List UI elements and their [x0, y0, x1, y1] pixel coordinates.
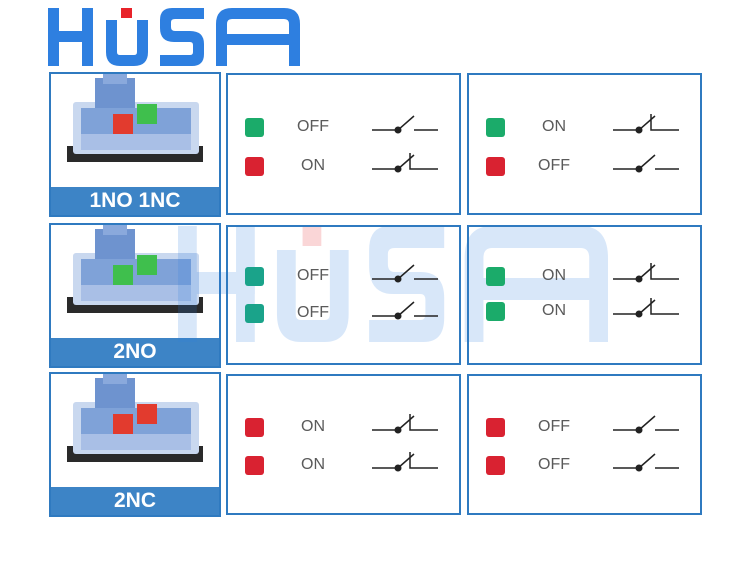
- state-row: ON: [228, 452, 459, 478]
- state-panel-1-right: ON OFF: [467, 73, 702, 215]
- husa-logo: [48, 8, 300, 66]
- switch-state-label: ON: [301, 418, 325, 435]
- state-panel-1-left: OFF ON: [226, 73, 461, 215]
- switch-state-label: ON: [301, 157, 325, 174]
- contact-type-label: 2NO: [51, 338, 219, 366]
- button-color-indicator: [486, 267, 505, 286]
- normally-closed-contact-icon: [613, 298, 679, 318]
- normally-open-contact-icon: [372, 264, 438, 283]
- state-panel-2-right: ON ON: [467, 225, 702, 365]
- state-row: OFF: [228, 264, 459, 289]
- normally-open-contact-icon: [372, 301, 438, 320]
- normally-open-contact-icon: [613, 453, 679, 472]
- button-color-indicator: [486, 118, 505, 137]
- switch-state-label: ON: [542, 302, 566, 319]
- button-color-indicator: [245, 267, 264, 286]
- state-row: OFF: [469, 415, 700, 440]
- button-color-indicator: [245, 118, 264, 137]
- state-row: OFF: [469, 453, 700, 478]
- switch-state-label: ON: [542, 267, 566, 284]
- switch-state-label: OFF: [538, 418, 570, 435]
- normally-closed-contact-icon: [372, 452, 438, 472]
- button-color-indicator: [486, 418, 505, 437]
- state-panel-2-left: OFF OFF: [226, 225, 461, 365]
- state-panel-3-left: ON ON: [226, 374, 461, 515]
- state-row: ON: [469, 114, 700, 140]
- normally-closed-contact-icon: [372, 414, 438, 434]
- button-color-indicator: [245, 456, 264, 475]
- normally-open-contact-icon: [613, 154, 679, 173]
- contact-block-photo: [67, 74, 203, 162]
- button-color-indicator: [486, 302, 505, 321]
- normally-open-contact-icon: [613, 415, 679, 434]
- switch-state-label: OFF: [297, 267, 329, 284]
- button-color-indicator: [486, 157, 505, 176]
- switch-state-label: OFF: [297, 304, 329, 321]
- normally-open-contact-icon: [372, 115, 438, 134]
- normally-closed-contact-icon: [613, 263, 679, 283]
- state-row: ON: [469, 263, 700, 289]
- contact-block-photo: [67, 225, 203, 313]
- contact-type-label: 2NC: [51, 487, 219, 515]
- state-row: ON: [228, 414, 459, 440]
- state-row: ON: [469, 298, 700, 324]
- button-color-indicator: [486, 456, 505, 475]
- button-color-indicator: [245, 304, 264, 323]
- button-color-indicator: [245, 157, 264, 176]
- product-tile-2: 2NO: [49, 223, 221, 368]
- switch-state-label: ON: [301, 456, 325, 473]
- contact-block-photo: [67, 374, 203, 462]
- switch-state-label: OFF: [297, 118, 329, 135]
- state-panel-3-right: OFF OFF: [467, 374, 702, 515]
- button-color-indicator: [245, 418, 264, 437]
- normally-closed-contact-icon: [372, 153, 438, 173]
- contact-type-label: 1NO 1NC: [51, 187, 219, 215]
- state-row: OFF: [228, 115, 459, 140]
- switch-state-label: OFF: [538, 456, 570, 473]
- product-tile-3: 2NC: [49, 372, 221, 517]
- state-row: OFF: [469, 154, 700, 179]
- switch-state-label: ON: [542, 118, 566, 135]
- product-tile-1: 1NO 1NC: [49, 72, 221, 217]
- state-row: ON: [228, 153, 459, 179]
- state-row: OFF: [228, 301, 459, 326]
- normally-closed-contact-icon: [613, 114, 679, 134]
- switch-state-label: OFF: [538, 157, 570, 174]
